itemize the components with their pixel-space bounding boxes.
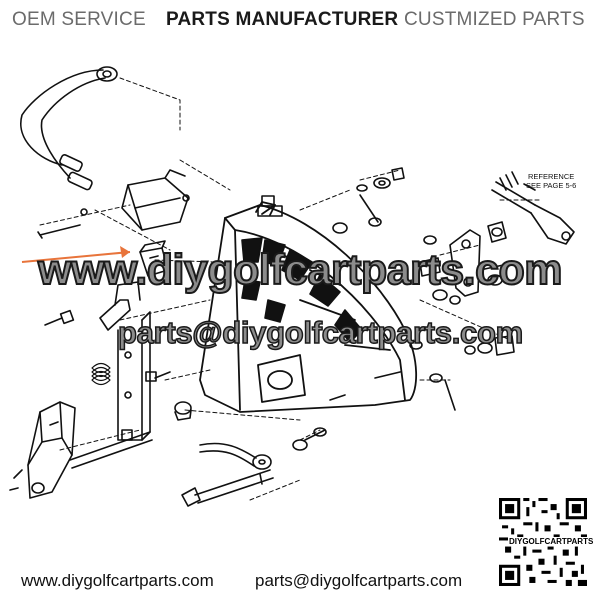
- spring: [91, 362, 111, 386]
- watermark-email: parts@diygolfcartparts.com: [117, 314, 524, 351]
- wire-harness: [20, 66, 118, 191]
- qr-code-label: DIYGOLFCARTPARTS: [508, 537, 595, 546]
- exploded-parts-diagram: [9, 66, 575, 507]
- reference-note-line2: SEE PAGE 5-6: [526, 181, 577, 190]
- actuator-block: [139, 240, 169, 277]
- main-housing: [199, 201, 418, 413]
- mid-bolt: [174, 371, 401, 421]
- hardware-right: [332, 167, 515, 411]
- reference-note: REFERENCE SEE PAGE 5-6: [526, 172, 576, 190]
- housing-ribs: [241, 237, 363, 343]
- bottom-bolt: [181, 469, 274, 507]
- header-customized-parts: CUSTMIZED PARTS: [404, 9, 585, 30]
- reference-rod: [491, 171, 575, 245]
- watermark-website: www.diygolfcartparts.com: [37, 245, 564, 295]
- bottom-cable: [199, 427, 327, 470]
- screws-left: [37, 208, 171, 382]
- reference-note-line1: REFERENCE: [528, 172, 575, 181]
- footer-email: parts@diygolfcartparts.com: [255, 571, 463, 590]
- header-oem-service: OEM SERVICE: [12, 9, 146, 30]
- housing-clip: [257, 195, 283, 217]
- header-bar: OEM SERVICE PARTS MANUFACTURER CUSTMIZED…: [0, 0, 600, 40]
- micro-switch: [121, 169, 190, 231]
- pointer-arrow: [21, 246, 131, 263]
- cam-arm: [9, 401, 153, 499]
- footer-website: www.diygolfcartparts.com: [21, 571, 214, 590]
- mounting-bracket: [99, 281, 151, 441]
- lever-link: [449, 221, 507, 297]
- header-parts-manufacturer: PARTS MANUFACTURER: [166, 9, 399, 30]
